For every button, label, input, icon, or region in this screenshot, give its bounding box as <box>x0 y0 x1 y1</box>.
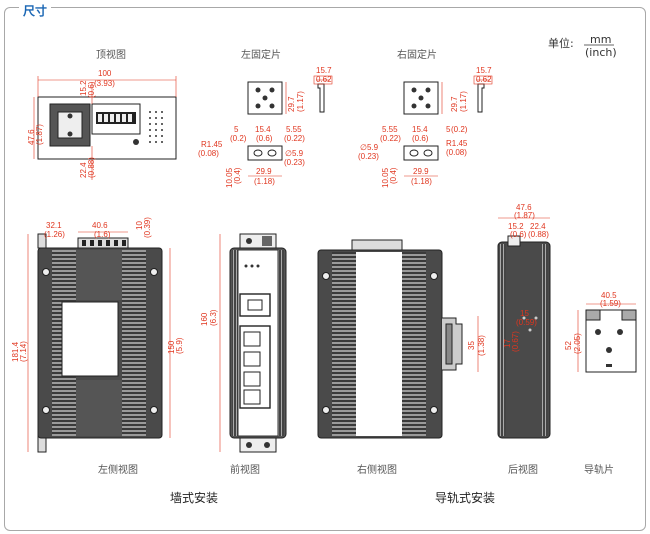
dim-lb-29-9-in: (1.18) <box>254 177 275 186</box>
dim-top-15-2-in: (0.6) <box>87 81 96 98</box>
dim-ls-181-4-in: (7.14) <box>19 341 28 362</box>
dim-top-depth-in: (1.87) <box>35 124 44 145</box>
dim-ls-10: 10 <box>135 221 144 230</box>
dim-lb-15-7: 15.7 <box>316 66 332 75</box>
dim-ls-40-6-in: (1.6) <box>94 230 111 239</box>
dim-lb-5: 5 <box>234 125 239 134</box>
dim-rb-10-05: 10.05 <box>381 167 390 188</box>
dim-fr-160: 160 <box>200 312 209 326</box>
rear-view: 47.6 (1.87) 15.2 (0.6) 22.4 (0.88) 15 (0… <box>497 203 551 439</box>
dim-rv-22-4-in: (0.88) <box>528 230 549 239</box>
dim-ls-150-in: (5.9) <box>175 337 184 354</box>
dim-lb-5-55-in: (0.22) <box>284 134 305 143</box>
dim-rb-29-7: 29.7 <box>450 96 459 112</box>
dim-ls-40-6: 40.6 <box>92 221 108 230</box>
dim-lb-15-4: 15.4 <box>255 125 271 134</box>
dim-ls-10-in: (0.39) <box>143 217 152 238</box>
dim-rb-29-9-in: (1.18) <box>411 177 432 186</box>
view-label-left-bracket: 左固定片 <box>241 48 281 61</box>
dim-top-22-4: 22.4 <box>79 162 88 178</box>
left-side-view: 32.1 (1.26) 40.6 (1.6) 10 (0.39) 181.4 (… <box>11 217 184 453</box>
dim-rv-47-6-in: (1.87) <box>514 211 535 220</box>
dim-rb-5-55-in: (0.22) <box>380 134 401 143</box>
dim-lb-15-7-in: 0.62 <box>316 75 332 84</box>
dim-rs-35: 35 <box>467 341 476 350</box>
dim-rb-5-55: 5.55 <box>382 125 398 134</box>
dim-top-depth: 47.6 <box>27 129 36 145</box>
section-title: 尺寸 <box>19 5 52 17</box>
dimensions-frame: 尺寸 <box>4 5 646 531</box>
view-label-left-side: 左侧视图 <box>98 463 138 476</box>
dim-rv-17-in: (0.67) <box>511 331 520 352</box>
dim-lb-d59-in: (0.23) <box>284 158 305 167</box>
view-label-front: 前视图 <box>230 463 260 476</box>
dim-rs-35-in: (1.38) <box>477 335 486 356</box>
dim-top-width-in: (3.93) <box>94 79 115 88</box>
dim-lb-5-55: 5.55 <box>286 125 302 134</box>
dim-top-15-2: 15.2 <box>79 80 88 96</box>
top-view: 100 (3.93) 47.6 (1.87) 15.2 (0.6) 22.4 (… <box>27 69 177 180</box>
dim-rc-40-5-in: (1.59) <box>600 299 621 308</box>
dim-lb-10-05-in: (0.4) <box>233 167 242 184</box>
dim-lb-d59: ∅5.9 <box>285 149 304 158</box>
dim-rv-15-in: (0.59) <box>516 318 537 327</box>
dim-lb-29-9: 29.9 <box>256 167 272 176</box>
dim-rc-52-in: (2.05) <box>573 333 582 354</box>
front-view: 160 (6.3) <box>200 233 287 453</box>
dim-rv-47-6: 47.6 <box>516 203 532 212</box>
dim-rb-15-4-in: (0.6) <box>412 134 429 143</box>
dim-rv-22-4: 22.4 <box>530 222 546 231</box>
dim-ls-150: 150 <box>167 340 176 354</box>
dim-lb-15-4-in: (0.6) <box>256 134 273 143</box>
dim-rb-r145-in: (0.08) <box>446 148 467 157</box>
unit-secondary: (inch) <box>585 46 617 59</box>
view-label-right-bracket: 右固定片 <box>397 48 437 61</box>
dim-rb-15-7-in: 0.62 <box>476 75 492 84</box>
dim-rb-29-7-in: (1.17) <box>459 91 468 112</box>
dim-rc-40-5: 40.5 <box>601 291 617 300</box>
dim-rv-15: 15 <box>520 309 529 318</box>
dim-rv-15-2: 15.2 <box>508 222 524 231</box>
dim-rb-5: 5 <box>446 125 451 134</box>
dim-rb-10-05-in: (0.4) <box>389 167 398 184</box>
dim-rb-5-in: (0.2) <box>451 125 468 134</box>
dim-lb-29-7: 29.7 <box>287 96 296 112</box>
dim-rb-15-7: 15.7 <box>476 66 492 75</box>
dim-rv-15-2-in: (0.6) <box>510 230 527 239</box>
rail-clip-view: 40.5 (1.59) 52 (2.05) <box>564 291 637 373</box>
dim-ls-32-1-in: (1.26) <box>44 230 65 239</box>
view-label-top: 顶视图 <box>96 48 126 61</box>
view-label-right-side: 右侧视图 <box>357 463 397 476</box>
dim-lb-r145: R1.45 <box>201 140 223 149</box>
dim-rb-29-9: 29.9 <box>413 167 429 176</box>
mounting-label-din-rail: 导轨式安装 <box>435 490 495 505</box>
dim-rb-d59-in: (0.23) <box>358 152 379 161</box>
dim-rc-52: 52 <box>564 341 573 350</box>
dim-lb-r145-in: (0.08) <box>198 149 219 158</box>
dim-ls-32-1: 32.1 <box>46 221 62 230</box>
view-label-rail-clip: 导轨片 <box>584 463 614 476</box>
dim-top-width: 100 <box>98 69 112 78</box>
unit-label: 单位: <box>548 36 574 50</box>
dim-ls-181-4: 181.4 <box>11 341 20 362</box>
mounting-label-wall: 墙式安装 <box>170 490 218 505</box>
right-side-view: 35 (1.38) <box>317 239 486 439</box>
view-label-rear: 后视图 <box>508 463 538 476</box>
dim-rb-d59: ∅5.9 <box>360 143 379 152</box>
dim-rb-r145: R1.45 <box>446 139 468 148</box>
dim-rv-17: 17 <box>503 339 512 348</box>
dim-lb-29-7-in: (1.17) <box>296 91 305 112</box>
dim-fr-160-in: (6.3) <box>209 309 218 326</box>
dim-lb-5-in: (0.2) <box>230 134 247 143</box>
dim-lb-10-05: 10.05 <box>225 167 234 188</box>
left-bracket-view: 15.7 0.62 29.7 (1.17) 5 (0.2) 15.4 (0.6)… <box>198 66 333 188</box>
dim-rb-15-4: 15.4 <box>412 125 428 134</box>
unit-primary: mm <box>590 33 611 46</box>
right-bracket-view: 15.7 0.62 29.7 (1.17) 5.55 (0.22) 15.4 (… <box>358 66 493 188</box>
dim-top-22-4-in: (0.88) <box>87 157 96 178</box>
